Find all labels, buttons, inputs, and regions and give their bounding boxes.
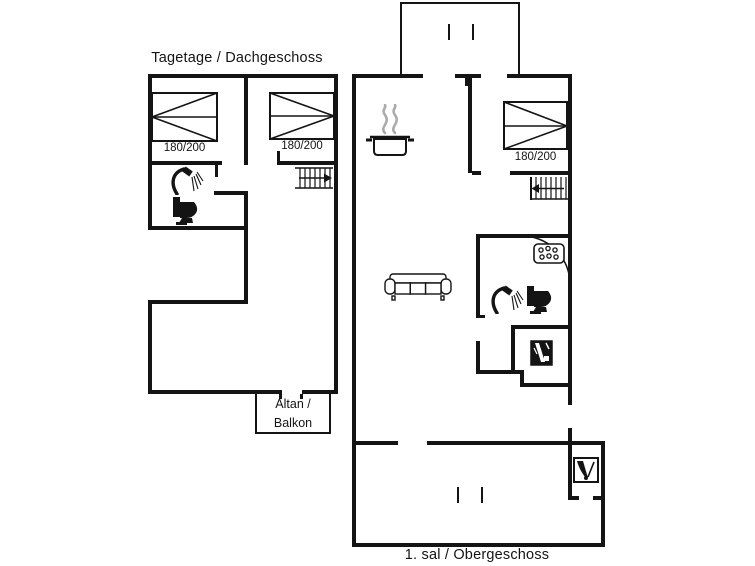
wall-segment [511,325,515,374]
wall-segment [352,74,356,547]
door-frame-tick [279,394,282,399]
wall-segment [520,370,524,387]
wall-segment [148,226,248,230]
wall-segment [148,161,222,165]
wall-segment [244,226,248,304]
wall-segment [593,496,601,500]
shower-icon [491,285,524,314]
wall-segment [148,300,152,394]
wall-segment [480,315,485,318]
wall-segment [476,370,524,374]
grill-icon [573,457,599,483]
wall-segment [352,74,423,78]
railing-opening-mark [457,487,459,503]
wall-segment [507,74,572,78]
wall-segment [302,390,338,394]
wall-segment [334,74,338,394]
door-frame-tick [300,394,303,399]
stairs-down-left-icon [530,177,568,200]
toilet-icon [527,286,552,314]
wall-segment [352,543,605,547]
stairs-down-right-icon [295,167,333,189]
sofa-icon [384,273,452,301]
toilet-icon [173,197,198,225]
balcony-label: Altan / Balkon [257,395,329,433]
wall-segment [148,74,152,230]
wall-segment [476,341,480,374]
wall-segment [148,390,282,394]
wall-segment [520,383,572,387]
wall-segment [215,161,218,177]
double-bed-icon [151,92,218,142]
double-bed-icon [269,92,335,140]
right-plan-title: 1. sal / Obergeschoss [404,547,550,563]
cooking-pot-icon [366,104,414,156]
wall-segment [472,171,481,175]
wall-segment [511,325,572,329]
wall-segment [465,78,468,86]
wall-segment [427,441,605,445]
balcony-railing [329,392,331,434]
balcony-railing [518,2,520,76]
wall-segment [476,234,480,318]
wall-segment [244,191,248,230]
bed-size-label: 180/200 [163,142,206,154]
wall-segment [277,151,280,163]
balcony-railing [400,2,402,76]
railing-opening-mark [472,24,474,40]
railing-opening-mark [448,24,450,40]
wall-segment [148,300,248,304]
balcony-label-line1: Altan / [275,397,311,411]
wall-segment [277,161,338,165]
wall-segment [510,171,572,175]
wall-segment [601,441,605,547]
wall-segment [568,428,572,500]
bed-size-label: 180/200 [281,140,323,152]
wall-segment [244,74,248,165]
wall-segment [568,74,572,405]
wall-segment [214,191,248,195]
balcony-railing [255,392,257,434]
double-bed-icon [503,101,568,150]
wall-segment [352,441,398,445]
whirlpool-icon [533,243,565,264]
balcony-railing [255,432,331,434]
bed-size-label: 180/200 [514,151,557,163]
wall-segment [148,74,338,78]
wall-segment [572,496,579,500]
left-plan-title: Tagetage / Dachgeschoss [151,50,323,66]
railing-opening-mark [481,487,483,503]
balcony-label-line2: Balkon [273,416,313,430]
wall-segment [468,74,472,173]
washing-machine-icon [530,340,553,366]
balcony-railing [400,2,520,4]
shower-icon [171,166,204,195]
